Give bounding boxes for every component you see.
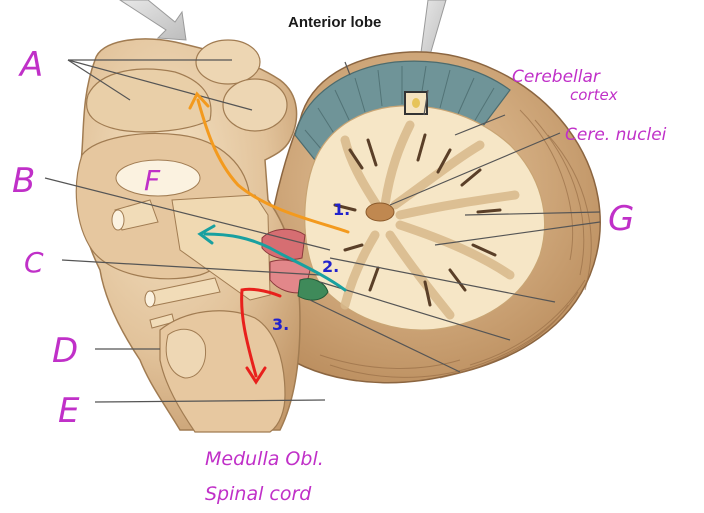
letter-f: F <box>144 164 161 197</box>
note-cerebellar: Cerebellar <box>512 67 601 87</box>
pathway-number-1: 1. <box>333 200 350 219</box>
nerve-stub-lower-end <box>144 290 156 308</box>
arbor-vitae-branches <box>340 120 520 320</box>
letter-c: C <box>24 246 44 279</box>
pathway-orange <box>188 91 350 234</box>
pathway-red <box>240 287 282 385</box>
diencephalon <box>86 68 212 133</box>
cerebellar-nucleus <box>365 202 395 222</box>
letter-d: D <box>52 331 78 371</box>
pathway-number-3: 3. <box>272 315 289 334</box>
note-cere-nuclei: Cere. nuclei <box>565 125 667 145</box>
note-medulla: Medulla Obl. <box>205 448 324 470</box>
superior-colliculus <box>195 39 261 85</box>
anterior-lobe-ridges <box>304 65 495 151</box>
pathway-teal <box>197 224 347 292</box>
peduncle-cut <box>115 159 201 197</box>
letter-a: A <box>18 45 43 85</box>
cortex-highlight-spot <box>412 98 420 108</box>
note-cortex: cortex <box>570 86 618 104</box>
cerebellar-peduncle-cut <box>171 194 271 301</box>
note-spinal-cord: Spinal cord <box>205 483 312 505</box>
pathway-number-2: 2. <box>322 257 339 276</box>
olive <box>165 328 207 379</box>
pointer-arrow-right <box>419 0 447 61</box>
folia-stripes <box>319 109 592 379</box>
nerve-stub-upper-end <box>111 209 125 231</box>
leader-lines <box>44 59 601 403</box>
label-anterior-lobe: Anterior lobe <box>288 14 381 31</box>
letter-e: E <box>58 391 80 431</box>
folia-dark-sulci <box>333 133 502 307</box>
pointer-arrow-left <box>119 0 187 41</box>
inferior-peduncle-section <box>297 278 329 301</box>
letter-g: G <box>608 199 634 239</box>
letter-b: B <box>12 161 35 201</box>
inferior-colliculus <box>222 78 288 132</box>
superior-peduncle-section <box>261 228 306 261</box>
